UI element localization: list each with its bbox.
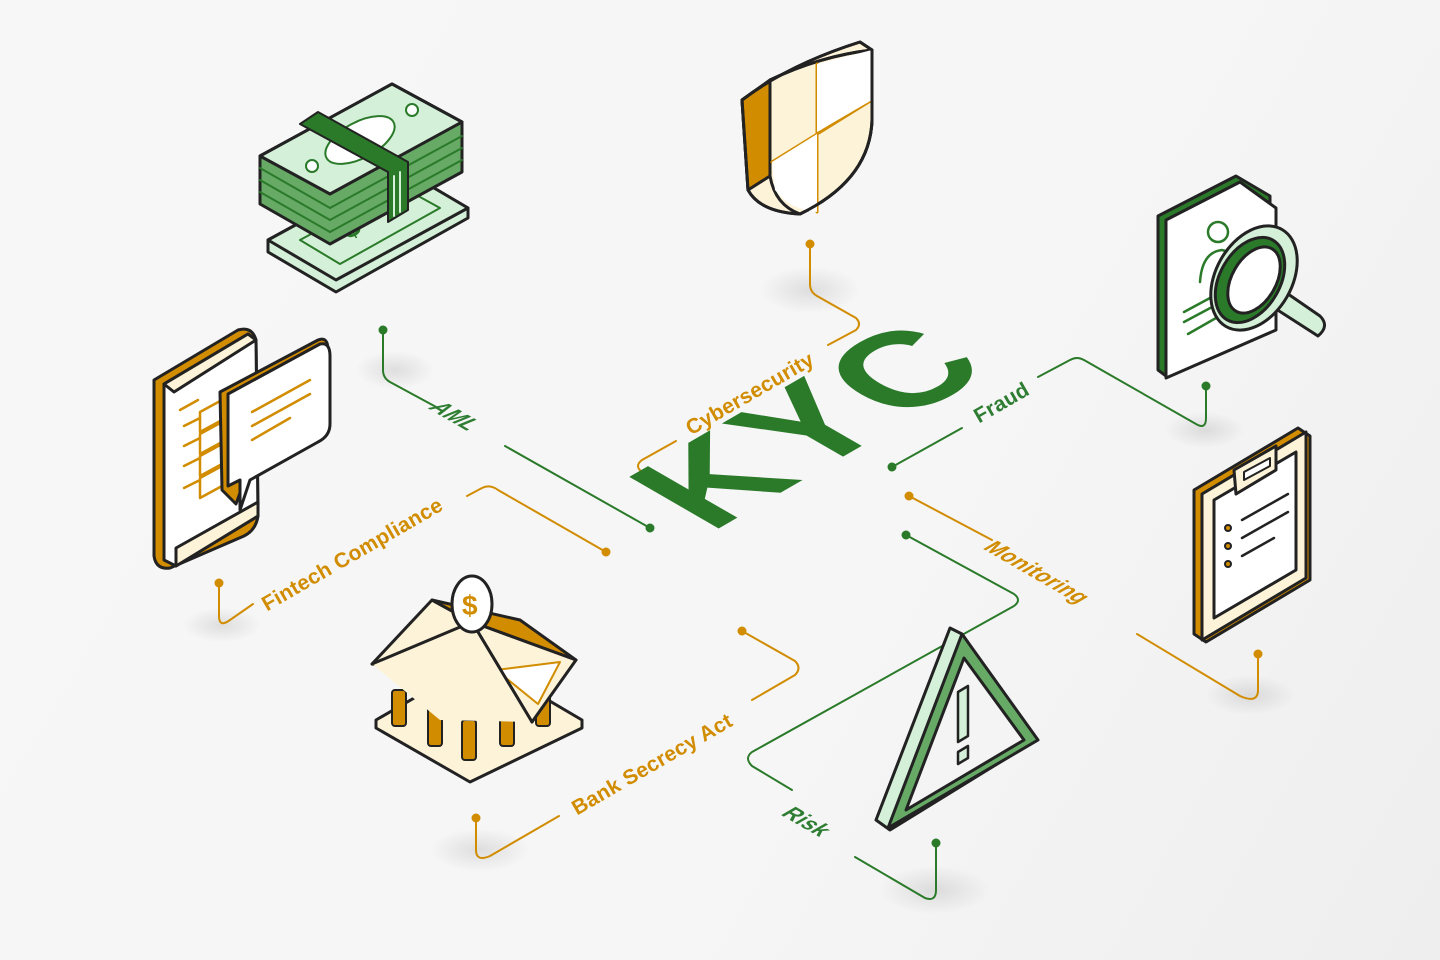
connector-fintech-compliance <box>214 485 611 625</box>
shield-icon <box>740 40 874 216</box>
connector-bank-secrecy-act <box>471 626 800 859</box>
money-stack-icon: $ <box>258 82 470 294</box>
phone-chat-icon <box>152 327 332 570</box>
connector-aml <box>378 325 655 533</box>
connector-monitoring <box>904 491 1263 700</box>
connector-risk <box>747 530 1019 900</box>
ground-shadows <box>182 266 1295 914</box>
connector-fraud <box>887 357 1211 472</box>
svg-text:$: $ <box>462 590 478 621</box>
clipboard-checklist-icon <box>1192 426 1312 644</box>
warning-triangle-icon <box>874 626 1040 832</box>
connector-cybersecurity <box>637 239 860 507</box>
bank-coin-icon: $ <box>370 574 584 784</box>
document-magnifier-icon <box>1156 174 1326 380</box>
